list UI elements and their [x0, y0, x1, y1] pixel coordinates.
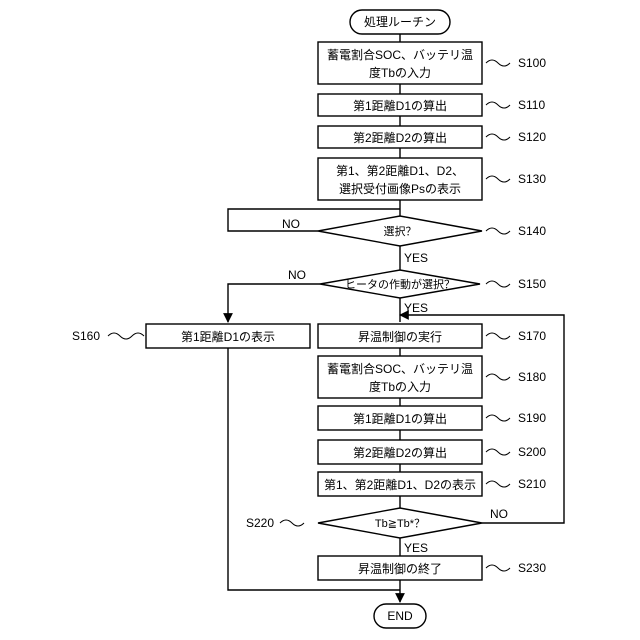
node-s160: 第1距離D1の表示 — [146, 324, 310, 348]
node-s100: 蓄電割合SOC、バッテリ温 度Tbの入力 — [318, 42, 482, 84]
decision-s220: Tb≧Tb*？ — [318, 508, 482, 538]
leader-s150 — [486, 281, 510, 287]
leader-s190 — [486, 415, 510, 421]
leader-s170 — [486, 333, 510, 339]
node-s230-label: 昇温制御の終了 — [358, 561, 442, 576]
step-s190: S190 — [518, 411, 546, 425]
leader-s140 — [486, 228, 510, 234]
node-s130-line-1: 第1、第2距離D1、D2、 — [336, 164, 464, 178]
node-s200: 第2距離D2の算出 — [318, 440, 482, 464]
step-s230: S230 — [518, 561, 546, 575]
s150-no-label: NO — [288, 268, 306, 282]
node-s210: 第1、第2距離D1、D2の表示 — [318, 472, 482, 496]
decision-s140-label: 選択？ — [384, 224, 417, 238]
s140-no-label: NO — [282, 217, 300, 231]
decision-s220-label: Tb≧Tb*？ — [375, 518, 425, 530]
step-s150: S150 — [518, 277, 546, 291]
step-s200: S200 — [518, 445, 546, 459]
node-s100-line-2: 度Tbの入力 — [369, 65, 431, 80]
s150-yes-label: YES — [404, 301, 428, 315]
leader-s130 — [486, 176, 510, 182]
node-s180: 蓄電割合SOC、バッテリ温 度Tbの入力 — [318, 356, 482, 398]
connector-s150-no-s160 — [228, 284, 320, 322]
node-s130-line-2: 選択受付画像Psの表示 — [339, 182, 461, 196]
leader-s220 — [280, 520, 304, 526]
s220-yes-label: YES — [404, 541, 428, 555]
leader-s210 — [486, 481, 510, 487]
node-s200-label: 第2距離D2の算出 — [353, 445, 447, 460]
leader-s120 — [486, 134, 510, 140]
step-s180: S180 — [518, 370, 546, 384]
decision-s140: 選択？ — [318, 216, 482, 246]
step-s210: S210 — [518, 477, 546, 491]
decision-s150: ヒータの作動が選択？ — [320, 270, 480, 298]
leader-s160 — [108, 333, 144, 339]
step-s100: S100 — [518, 56, 546, 70]
node-s110: 第1距離D1の算出 — [318, 94, 482, 116]
node-s230: 昇温制御の終了 — [318, 556, 482, 580]
leader-s110 — [486, 102, 510, 108]
node-s100-line-1: 蓄電割合SOC、バッテリ温 — [327, 47, 473, 62]
end-label: END — [387, 609, 413, 623]
start-terminal: 処理ルーチン — [350, 10, 450, 34]
leader-s180 — [486, 374, 510, 380]
leader-s230 — [486, 565, 510, 571]
start-label: 処理ルーチン — [364, 15, 436, 29]
node-s190: 第1距離D1の算出 — [318, 406, 482, 430]
node-s130: 第1、第2距離D1、D2、 選択受付画像Psの表示 — [318, 158, 482, 200]
step-s220: S220 — [246, 516, 274, 530]
node-s110-label: 第1距離D1の算出 — [353, 98, 447, 113]
node-s180-line-1: 蓄電割合SOC、バッテリ温 — [327, 361, 473, 376]
node-s170: 昇温制御の実行 — [318, 324, 482, 348]
node-s170-label: 昇温制御の実行 — [358, 329, 442, 344]
step-s170: S170 — [518, 329, 546, 343]
s140-yes-label: YES — [404, 251, 428, 265]
step-s110: S110 — [518, 98, 545, 112]
step-s120: S120 — [518, 130, 546, 144]
node-s120-label: 第2距離D2の算出 — [353, 130, 447, 145]
s220-no-label: NO — [490, 507, 508, 521]
end-terminal: END — [374, 604, 426, 628]
decision-s150-label: ヒータの作動が選択？ — [345, 277, 455, 291]
node-s120: 第2距離D2の算出 — [318, 126, 482, 148]
node-s160-label: 第1距離D1の表示 — [181, 330, 275, 344]
node-s210-label: 第1、第2距離D1、D2の表示 — [324, 478, 476, 492]
step-s130: S130 — [518, 172, 546, 186]
leader-s100 — [486, 60, 510, 66]
node-s180-line-2: 度Tbの入力 — [369, 379, 431, 394]
step-s160: S160 — [72, 329, 100, 343]
step-s140: S140 — [518, 224, 546, 238]
node-s190-label: 第1距離D1の算出 — [353, 411, 447, 426]
leader-s200 — [486, 449, 510, 455]
